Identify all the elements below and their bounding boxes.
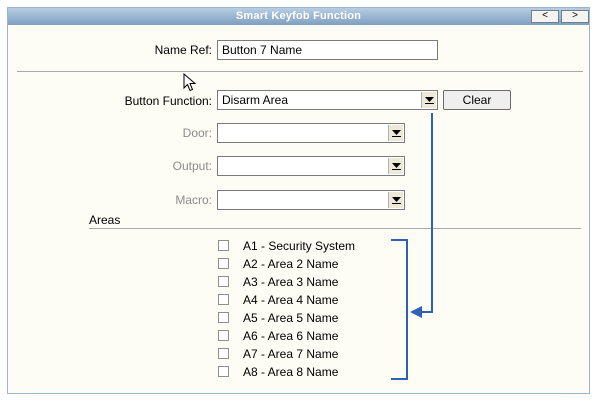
area-label: A6 - Area 6 Name: [243, 329, 339, 343]
area-checkbox[interactable]: [218, 312, 229, 323]
output-label: Output:: [172, 159, 212, 173]
area-label: A3 - Area 3 Name: [243, 275, 339, 289]
areas-heading: Areas: [89, 213, 121, 227]
title-bar: Smart Keyfob Function < >: [8, 8, 589, 25]
area-checkbox[interactable]: [218, 240, 229, 251]
door-label: Door:: [182, 126, 212, 140]
window-title: Smart Keyfob Function: [235, 10, 362, 22]
area-label: A4 - Area 4 Name: [243, 293, 339, 307]
prev-button[interactable]: <: [531, 10, 559, 23]
area-label: A7 - Area 7 Name: [243, 347, 339, 361]
area-checkbox[interactable]: [218, 330, 229, 341]
button-function-select[interactable]: Disarm Area: [217, 90, 438, 110]
area-checkbox[interactable]: [218, 276, 229, 287]
name-ref-label: Name Ref:: [154, 43, 212, 57]
door-select[interactable]: [217, 123, 405, 143]
section-divider: [17, 71, 583, 72]
dropdown-arrow-icon[interactable]: [388, 192, 403, 208]
output-select[interactable]: [217, 156, 405, 176]
clear-button[interactable]: Clear: [443, 90, 511, 110]
mouse-pointer-icon: [183, 73, 197, 92]
area-checkbox[interactable]: [218, 258, 229, 269]
dropdown-arrow-icon[interactable]: [421, 92, 436, 108]
areas-divider: [89, 228, 581, 229]
area-label: A5 - Area 5 Name: [243, 311, 339, 325]
macro-select[interactable]: [217, 190, 405, 210]
name-ref-input[interactable]: Button 7 Name: [217, 40, 438, 60]
button-function-value: Disarm Area: [222, 93, 289, 107]
area-checkbox[interactable]: [218, 294, 229, 305]
button-function-label: Button Function:: [124, 94, 212, 108]
macro-label: Macro:: [175, 193, 212, 207]
area-label: A8 - Area 8 Name: [243, 365, 339, 379]
area-checkbox[interactable]: [218, 348, 229, 359]
area-checkbox[interactable]: [218, 366, 229, 377]
area-label: A1 - Security System: [243, 239, 356, 253]
area-label: A2 - Area 2 Name: [243, 257, 339, 271]
next-button[interactable]: >: [561, 10, 589, 23]
dropdown-arrow-icon[interactable]: [388, 125, 403, 141]
dropdown-arrow-icon[interactable]: [388, 158, 403, 174]
